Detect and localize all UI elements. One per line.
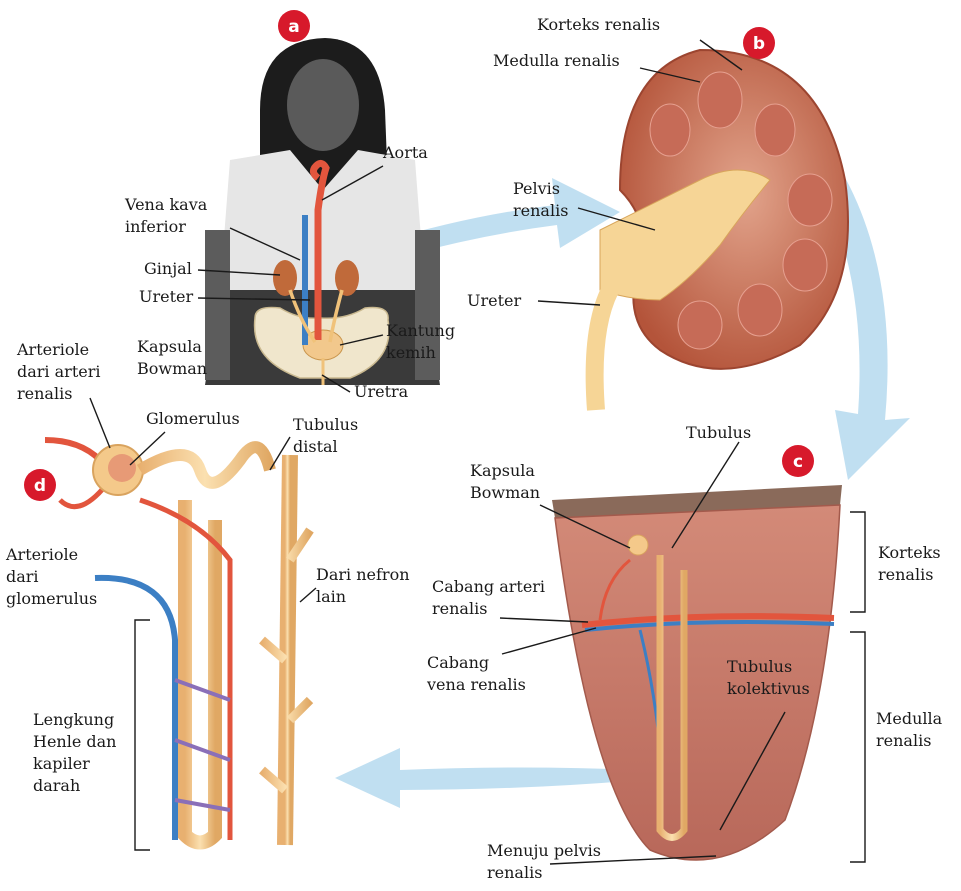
- label-korteks-renalis-b: Korteks renalis: [537, 15, 660, 34]
- label-pelvis-1: Pelvis: [513, 179, 560, 198]
- label-kapsula-c-2: Bowman: [470, 483, 540, 502]
- label-cabang-arteri-2: renalis: [432, 599, 487, 618]
- badge-d: d: [24, 469, 56, 501]
- label-arteriole-arteri-3: renalis: [17, 384, 72, 403]
- label-kapsula-c-1: Kapsula: [470, 461, 535, 480]
- label-ginjal: Ginjal: [144, 259, 192, 278]
- label-menuju-2: renalis: [487, 863, 542, 882]
- label-medulla-c-1: Medulla: [876, 709, 943, 728]
- label-henle-2: Henle dan: [33, 732, 116, 751]
- ureter-tube-b: [595, 290, 610, 410]
- person-face: [287, 59, 359, 151]
- label-dari-nefron-1: Dari nefron: [316, 565, 410, 584]
- label-tubulus-c: Tubulus: [686, 423, 751, 442]
- label-tubulus-distal-1: Tubulus: [293, 415, 358, 434]
- label-arteriole-glom-3: glomerulus: [6, 589, 97, 608]
- label-henle-1: Lengkung: [33, 710, 114, 729]
- glomerulus-d: [108, 454, 136, 482]
- label-henle-3: kapiler: [33, 754, 90, 773]
- label-cabang-vena-1: Cabang: [427, 653, 489, 672]
- label-uretra: Uretra: [354, 382, 409, 401]
- label-arteriole-glom-2: dari: [6, 567, 39, 586]
- label-glomerulus: Glomerulus: [146, 409, 240, 428]
- label-henle-4: darah: [33, 776, 80, 795]
- label-menuju-1: Menuju pelvis: [487, 841, 601, 860]
- badge-c: c: [782, 445, 814, 477]
- badge-b: b: [743, 27, 775, 59]
- label-kapsula-d-1: Kapsula: [137, 337, 202, 356]
- badge-a: a: [278, 10, 310, 42]
- label-korteks-c-2: renalis: [878, 565, 933, 584]
- label-tubulus-kol-2: kolektivus: [727, 679, 810, 698]
- label-kapsula-d-2: Bowman: [137, 359, 207, 378]
- kidney-left: [273, 260, 297, 296]
- svg-text:b: b: [753, 34, 765, 54]
- bowman-capsule-c: [628, 535, 648, 555]
- proximal-tubule: [140, 447, 270, 483]
- person-arm-left: [205, 230, 230, 380]
- loop-of-henle-d: [185, 500, 215, 843]
- label-aorta: Aorta: [382, 143, 428, 162]
- svg-text:c: c: [793, 452, 803, 472]
- label-ureter-b: Ureter: [467, 291, 522, 310]
- label-korteks-c-1: Korteks: [878, 543, 941, 562]
- label-vena-kava-1: Vena kava: [124, 195, 208, 214]
- label-dari-nefron-2: lain: [316, 587, 346, 606]
- svg-text:a: a: [288, 17, 299, 37]
- label-kantung-2: kemih: [386, 343, 436, 362]
- label-cabang-arteri-1: Cabang arteri: [432, 577, 545, 596]
- kidney-right: [335, 260, 359, 296]
- svg-text:d: d: [34, 476, 46, 496]
- label-cabang-vena-2: vena renalis: [426, 675, 526, 694]
- label-arteriole-arteri-2: dari arteri: [17, 362, 100, 381]
- afferent-arteriole: [45, 440, 100, 460]
- label-tubulus-kol-1: Tubulus: [727, 657, 792, 676]
- label-kantung-1: Kantung: [386, 321, 455, 340]
- panel-b-kidney: [595, 50, 848, 410]
- panel-d-nephron: [45, 440, 310, 845]
- label-medulla-renalis-b: Medulla renalis: [493, 51, 620, 70]
- label-ureter-a: Ureter: [139, 287, 194, 306]
- label-vena-kava-2: inferior: [125, 217, 186, 236]
- label-arteriole-arteri-1: Arteriole: [16, 340, 89, 359]
- label-tubulus-distal-2: distal: [293, 437, 338, 456]
- label-medulla-c-2: renalis: [876, 731, 931, 750]
- label-arteriole-glom-1: Arteriole: [5, 545, 78, 564]
- panel-c-wedge: [552, 485, 842, 860]
- flow-arrow-c-to-d: [335, 748, 640, 808]
- label-pelvis-2: renalis: [513, 201, 568, 220]
